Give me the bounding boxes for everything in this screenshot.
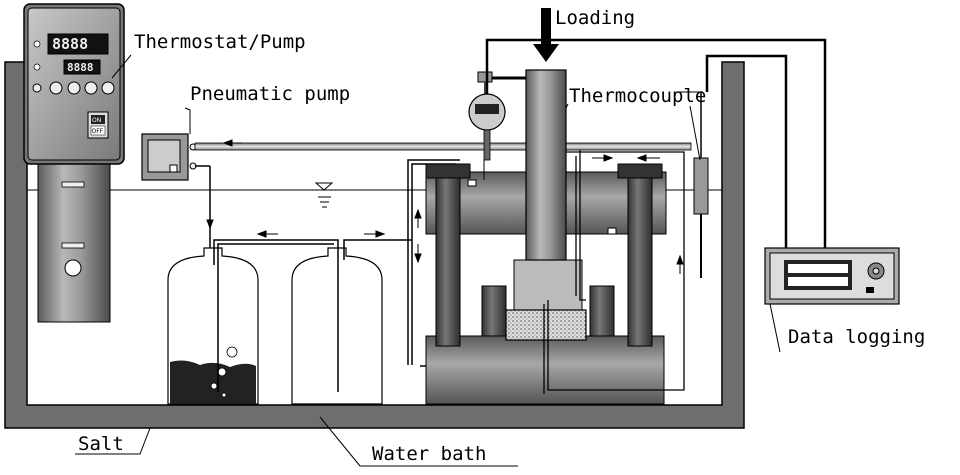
label-data-logging: Data logging [788,326,925,348]
label-thermostat: Thermostat/Pump [134,31,306,53]
label-water-bath: Water bath [372,443,486,465]
thermostat-knobs [32,81,115,95]
label-loading: Loading [555,7,635,29]
salt-bottle [167,247,259,405]
loading-arrow [533,8,559,62]
oedometer-frame [425,69,667,405]
thermostat-pump-unit: 8888 8888 ON OFF [23,3,125,323]
thermostat-display-bottom: 8888 [67,61,94,74]
switch-off-label: OFF [92,128,104,135]
label-salt: Salt [78,433,124,455]
label-pneumatic: Pneumatic pump [190,83,350,105]
flow-arrows [206,139,684,274]
data-logger [764,247,900,305]
water-level-icon [314,182,334,208]
switch-on-label: ON [92,117,101,124]
loading-piston [525,69,567,261]
bottle-tubing [213,239,412,392]
dial-gauge [468,71,526,180]
label-thermocouple: Thermocouple [569,85,706,107]
pneumatic-pump-box [141,133,197,181]
soil-sample [505,309,587,341]
leader-lines [75,54,781,467]
thermocouple [680,91,709,278]
drainage-pipes [543,150,685,394]
water-bottle [291,247,383,405]
data-cables [485,38,827,248]
thermostat-display-top: 8888 [52,35,88,53]
